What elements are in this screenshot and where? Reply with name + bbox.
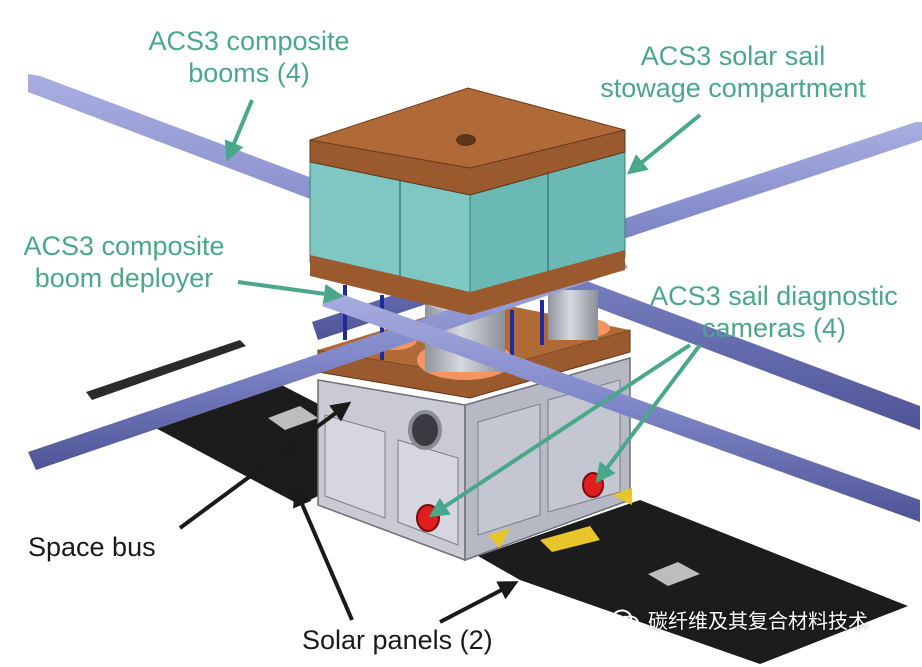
deployer-label: ACS3 composite boom deployer <box>2 230 246 294</box>
diagnostic-camera-left <box>416 504 440 532</box>
watermark: 碳纤维及其复合材料技术 <box>612 605 868 634</box>
wechat-icon <box>612 609 639 630</box>
booms-label-line1: ACS3 composite <box>148 26 350 56</box>
sail-stowage-compartment <box>309 87 626 315</box>
space-bus-arrow <box>178 401 352 530</box>
stowage-arrow <box>626 113 702 175</box>
solar-panels-arrow-right <box>439 581 519 624</box>
booms-arrow <box>224 99 254 162</box>
stowage-label: ACS3 solar sail stowage compartment <box>558 40 908 104</box>
deployer-arrow <box>237 280 344 304</box>
booms-label: ACS3 composite booms (4) <box>118 25 380 89</box>
cameras-arrow-right <box>595 343 702 484</box>
cameras-label: ACS3 sail diagnostic cameras (4) <box>628 280 920 344</box>
stowage-label-line2: stowage compartment <box>600 73 866 103</box>
cameras-arrow-left <box>428 343 692 518</box>
solar-panels-label: Solar panels (2) <box>302 625 493 655</box>
watermark-text: 碳纤维及其复合材料技术 <box>648 611 868 633</box>
cameras-label-line1: ACS3 sail diagnostic <box>650 281 898 311</box>
booms-label-line2: booms (4) <box>188 58 310 88</box>
solar-panels-arrow-left <box>293 486 354 621</box>
deployer-label-line2: boom deployer <box>34 263 214 293</box>
space-bus-label: Space bus <box>28 532 156 562</box>
stowage-label-line1: ACS3 solar sail <box>640 41 826 71</box>
cameras-label-line2: cameras (4) <box>701 313 847 343</box>
deployer-label-line1: ACS3 composite <box>23 231 225 261</box>
